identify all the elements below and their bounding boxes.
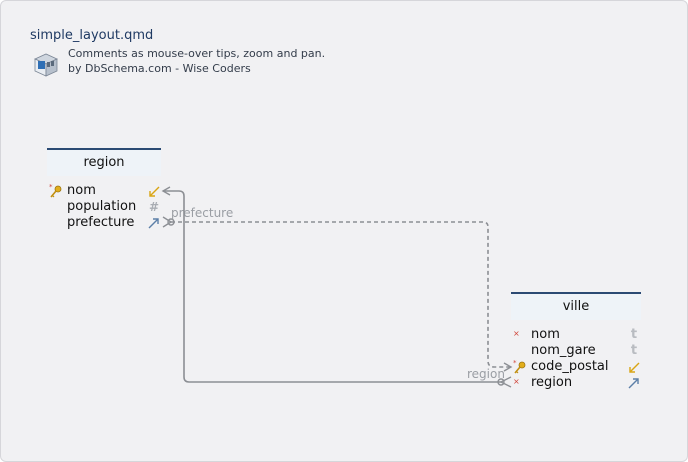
column-row[interactable]: prefecture — [47, 215, 161, 231]
column-name: region — [531, 375, 573, 390]
arrow-in-icon — [629, 362, 640, 373]
fk-region-line — [163, 190, 501, 383]
layout-title: simple_layout.qmd — [30, 28, 154, 43]
fk-prefecture-line — [171, 221, 511, 368]
table-ville[interactable]: ville × nom t nom_gare t * code_postal — [511, 292, 641, 391]
column-name: nom_gare — [531, 343, 596, 358]
column-row[interactable]: population # — [47, 199, 161, 215]
description-line-1: Comments as mouse-over tips, zoom and pa… — [68, 47, 326, 60]
primary-key-icon: * — [49, 183, 62, 198]
column-row[interactable]: * code_postal — [511, 359, 641, 375]
table-region[interactable]: region * nom population # p — [47, 148, 161, 231]
column-row[interactable]: × region — [511, 375, 641, 391]
fk-prefecture-arrow — [503, 362, 513, 372]
column-name: nom — [531, 327, 560, 342]
arrow-out-icon — [148, 218, 159, 229]
column-name: prefecture — [67, 215, 135, 230]
mandatory-marker: × — [513, 329, 520, 338]
column-row[interactable]: × nom t — [511, 327, 641, 343]
column-row[interactable]: * nom — [47, 183, 161, 199]
fk-region-crowfoot — [499, 376, 512, 388]
arrow-out-icon — [628, 378, 639, 389]
text-icon: t — [630, 343, 638, 358]
fk-region-label: region — [467, 367, 505, 381]
arrow-in-icon — [149, 186, 160, 197]
table-ville-header[interactable]: ville — [511, 292, 641, 320]
fk-prefecture-crowfoot — [162, 216, 173, 228]
hash-icon: # — [148, 200, 160, 214]
column-row[interactable]: nom_gare t — [511, 343, 641, 359]
svg-text:*: * — [513, 359, 517, 367]
table-region-header[interactable]: region — [47, 148, 161, 176]
primary-key-icon: * — [513, 359, 526, 374]
fk-region-arrow — [161, 186, 171, 196]
fk-prefecture-label: prefecture — [171, 206, 233, 220]
text-icon: t — [630, 327, 638, 342]
layout-description: Comments as mouse-over tips, zoom and pa… — [68, 46, 325, 76]
fk-prefecture-origin-circle — [167, 218, 175, 226]
description-line-2: by DbSchema.com - Wise Coders — [68, 62, 251, 75]
column-name: nom — [67, 183, 96, 198]
mandatory-marker: × — [513, 377, 520, 386]
table-region-columns: * nom population # prefecture — [47, 176, 161, 231]
svg-text:*: * — [49, 183, 53, 191]
column-name: population — [67, 199, 137, 214]
dbschema-logo-icon — [34, 53, 58, 77]
table-ville-columns: × nom t nom_gare t * code_postal — [511, 320, 641, 391]
fk-region-origin-circle — [497, 378, 505, 386]
column-name: code_postal — [531, 359, 609, 374]
